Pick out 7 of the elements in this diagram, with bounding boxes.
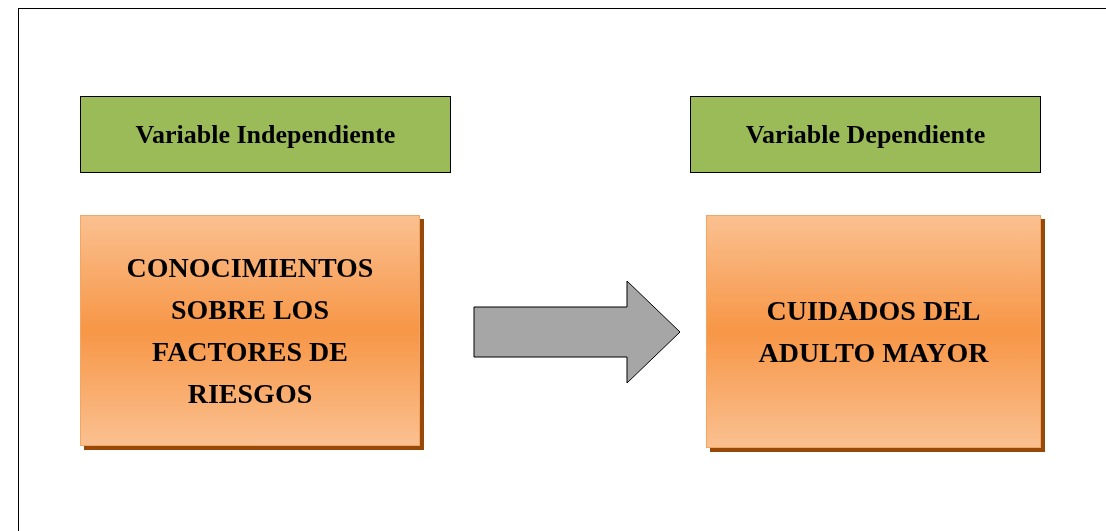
- block-arrow: [473, 280, 681, 384]
- concept-text: CUIDADOS DEL ADULTO MAYOR: [757, 293, 990, 370]
- concept-text: CONOCIMIENTOS SOBRE LOS FACTORES DE RIESGOS: [125, 250, 375, 411]
- variable-label-box: [80, 96, 451, 173]
- variable-label: Variable Dependiente: [745, 119, 986, 150]
- variable-label: Variable Independiente: [135, 119, 396, 150]
- variable-label-box: [690, 96, 1041, 173]
